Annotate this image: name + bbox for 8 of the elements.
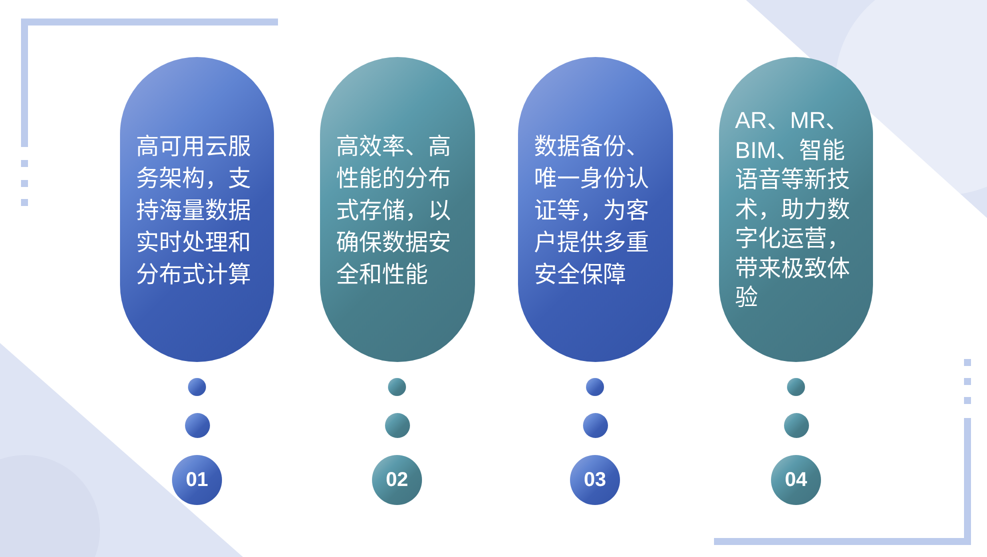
description-text: 数据备份、唯一身份认证等，为客户提供多重安全保障 [534,132,650,288]
description-text: 高可用云服务架构，支持海量数据实时处理和分布式计算 [136,132,252,288]
number-badge: 03 [570,455,620,505]
description-text: 高效率、高性能的分布式存储，以确保数据安全和性能 [336,132,452,288]
number-badge: 01 [172,455,222,505]
description-text: AR、MR、BIM、智能语音等新技术，助力数字化运营，带来极致体验 [735,106,851,312]
number-badge: 02 [372,455,422,505]
number-badge: 04 [771,455,821,505]
